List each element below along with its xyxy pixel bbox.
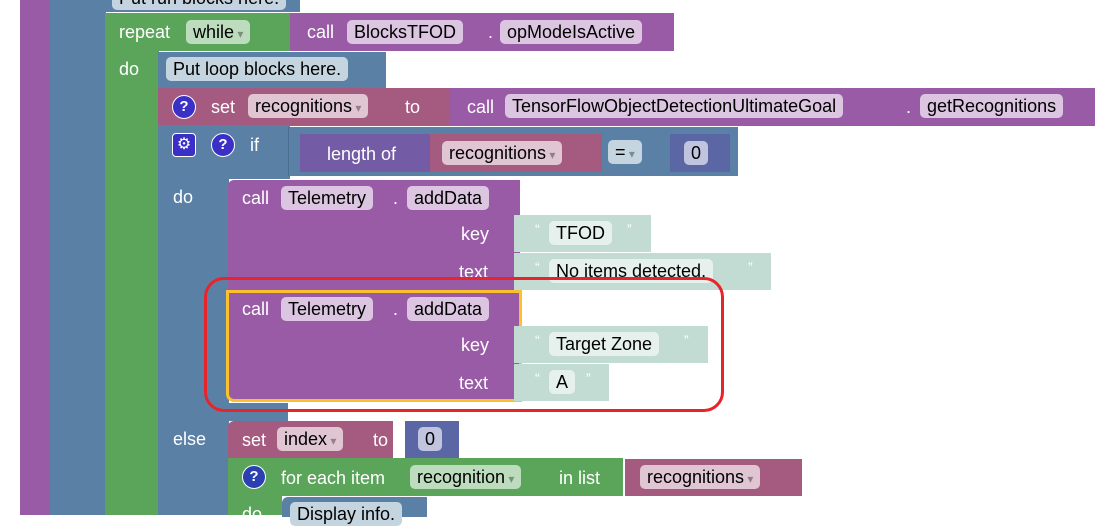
dot-label: . (488, 22, 494, 42)
call-label: call (467, 97, 495, 117)
method-field[interactable]: addData (407, 297, 490, 321)
in-list-label: in list (559, 468, 601, 488)
dot-label: . (393, 188, 399, 208)
to-label: to (405, 97, 421, 117)
help-icon[interactable]: ? (211, 133, 235, 157)
run-comment-text[interactable]: Put run blocks here. (112, 0, 287, 10)
method-field[interactable]: addData (407, 186, 490, 210)
operator-dropdown[interactable]: = (608, 140, 642, 164)
quote-close: ” (586, 370, 591, 386)
help-icon[interactable]: ? (242, 465, 266, 489)
if-column (158, 178, 229, 515)
quote-open: “ (535, 370, 540, 386)
object-field[interactable]: Telemetry (281, 297, 374, 321)
recognitions-var-dropdown[interactable]: recognitions (442, 141, 563, 165)
else-label: else (173, 429, 207, 449)
key-label: key (461, 224, 490, 244)
run-block-column (50, 0, 106, 515)
gear-icon[interactable]: ⚙ (172, 133, 196, 157)
dot-label: . (393, 299, 399, 319)
dot-label: . (906, 97, 912, 117)
for-each-column (228, 495, 282, 515)
highlight-annotation (204, 277, 724, 412)
quote-open: “ (535, 221, 540, 237)
object-field[interactable]: Telemetry (281, 186, 374, 210)
repeat-do-label: do (119, 59, 140, 79)
number-field[interactable]: 0 (418, 427, 443, 451)
display-comment-text[interactable]: Display info. (290, 502, 403, 526)
index-var-dropdown[interactable]: index (277, 427, 344, 451)
recognitions-var-dropdown[interactable]: recognitions (640, 465, 761, 489)
if-do-end (158, 403, 288, 421)
length-of-label: length of (327, 144, 397, 164)
method-field[interactable]: getRecognitions (920, 94, 1064, 118)
number-field[interactable]: 0 (684, 141, 709, 165)
set-label: set (242, 430, 267, 450)
key-text-field[interactable]: TFOD (549, 221, 612, 245)
help-icon[interactable]: ? (172, 95, 196, 119)
for-each-do-label: do (242, 504, 263, 524)
quote-close: ” (748, 259, 753, 275)
loop-comment-text[interactable]: Put loop blocks here. (166, 57, 349, 81)
set-label: set (211, 97, 236, 117)
call-label: call (242, 188, 270, 208)
key-text-field[interactable]: Target Zone (549, 332, 660, 356)
call-label: call (307, 22, 335, 42)
opmode-block-column (20, 0, 52, 515)
key-label: key (461, 335, 490, 355)
text-value-field[interactable]: A (549, 370, 576, 394)
quote-open: “ (535, 259, 540, 275)
if-label: if (250, 135, 259, 155)
repeat-mode-dropdown[interactable]: while (186, 20, 251, 44)
quote-close: ” (684, 332, 689, 348)
length-of-block[interactable] (300, 134, 432, 172)
method-field[interactable]: opModeIsActive (500, 20, 643, 44)
if-do-label: do (173, 187, 194, 207)
repeat-label: repeat (119, 22, 171, 42)
quote-open: “ (535, 332, 540, 348)
object-field[interactable]: TensorFlowObjectDetectionUltimateGoal (505, 94, 844, 118)
to-label: to (373, 430, 389, 450)
repeat-column (105, 50, 159, 515)
recognition-var-dropdown[interactable]: recognition (410, 465, 522, 489)
text-label: text (459, 373, 489, 393)
quote-close: ” (627, 221, 632, 237)
recognitions-var-dropdown[interactable]: recognitions (248, 94, 369, 118)
object-field[interactable]: BlocksTFOD (347, 20, 464, 44)
call-label: call (242, 299, 270, 319)
for-each-label: for each item (281, 468, 386, 488)
